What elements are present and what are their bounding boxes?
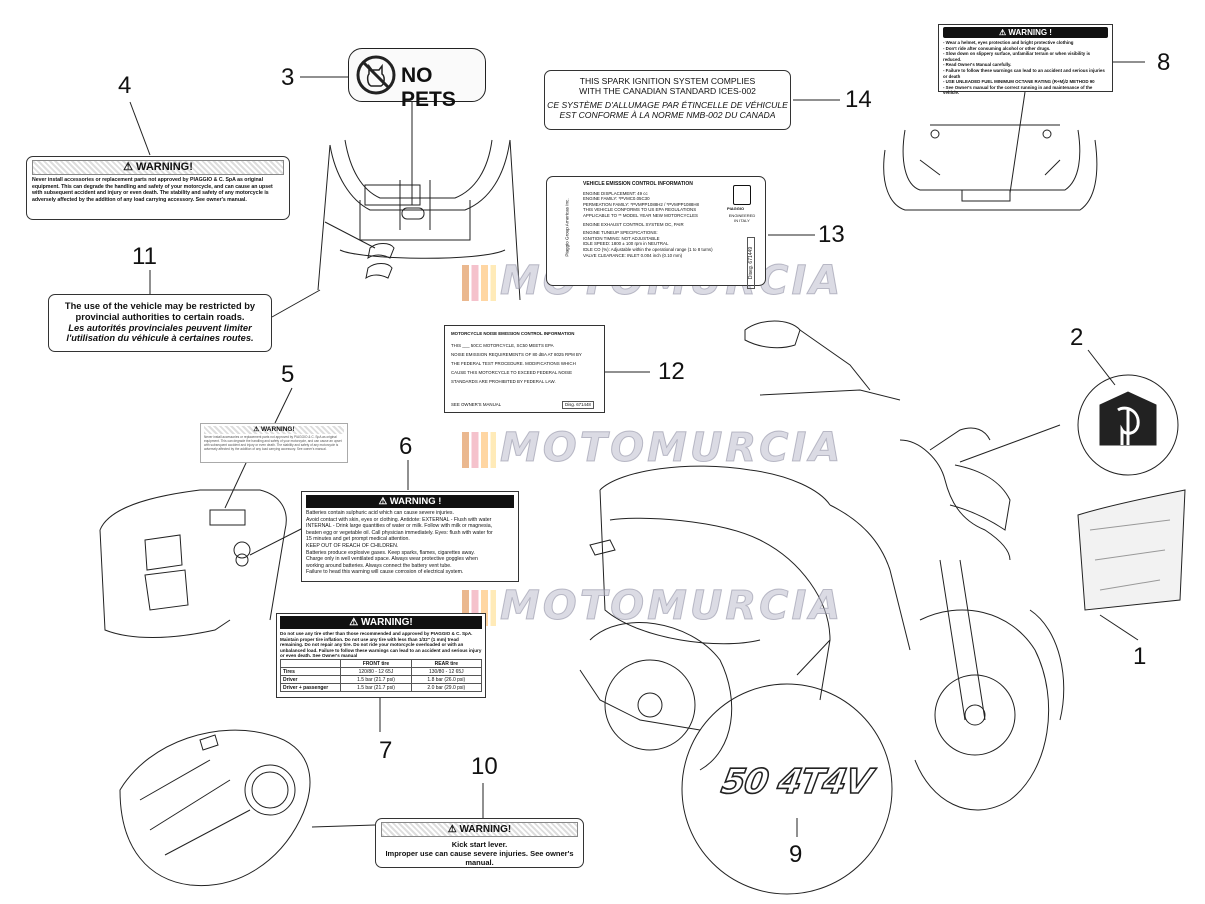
callout-2: 2 <box>1070 324 1084 351</box>
ices-line-1: THIS SPARK IGNITION SYSTEM COMPLIES <box>579 76 756 86</box>
provincial-line-2: provincial authorities to certain roads. <box>75 311 245 322</box>
callout-6: 6 <box>399 433 413 460</box>
callout-10: 10 <box>471 753 498 780</box>
callout-11: 11 <box>132 243 157 270</box>
warning-10-heading: ⚠ WARNING! <box>381 822 578 837</box>
warning-label-4: ⚠ WARNING! Never install accessories or … <box>26 156 290 220</box>
warning-4-text: Never install accessories or replacement… <box>32 177 273 203</box>
emission-label-13: Piaggio Group Americas Inc. VEHICLE EMIS… <box>546 176 766 289</box>
ices-label: THIS SPARK IGNITION SYSTEM COMPLIES WITH… <box>544 70 791 130</box>
no-pets-text: NO PETS <box>401 64 456 111</box>
provincial-line-4: l'utilisation du véhicule à certaines ro… <box>66 333 254 344</box>
warning-7-heading: ⚠ WARNING! <box>280 616 482 629</box>
scooter-drawing <box>579 320 1065 811</box>
piaggio-logo <box>733 185 751 205</box>
noise-12-title: MOTORCYCLE NOISE EMISSION CONTROL INFORM… <box>451 331 575 336</box>
provincial-line-1: The use of the vehicle may be restricted… <box>64 301 256 311</box>
front-panel-drawing <box>317 139 521 301</box>
table-row: Driver 1.5 bar (21.7 psi) 1.8 bar (26.0 … <box>279 675 483 684</box>
no-pets-label: NO PETS <box>348 48 486 111</box>
model-logo-9: 50 4T4V <box>718 761 876 803</box>
ices-line-3: CE SYSTÈME D'ALLUMAGE PAR ÉTINCELLE DE V… <box>547 99 788 110</box>
warning-5-heading: ⚠ WARNING! <box>204 426 344 434</box>
emission-13-side: Piaggio Group Americas Inc. <box>564 198 570 257</box>
warning-5-text: Never install accessories or replacement… <box>204 435 342 451</box>
watermark: MOTOMURCIA <box>462 425 843 472</box>
warning-label-10: ⚠ WARNING! Kick start lever. Improper us… <box>375 818 584 868</box>
no-pets-icon <box>356 55 396 95</box>
table-row: Driver + passenger 1.5 bar (21.7 psi) 2.… <box>279 683 483 692</box>
warning-8-heading: ⚠ WARNING ! <box>943 27 1108 38</box>
leader-lines <box>129 61 1145 837</box>
emission-13-text: VEHICLE EMISSION CONTROL INFORMATION ENG… <box>583 181 713 258</box>
warning-10-line-1: Kick start lever. <box>451 840 508 849</box>
callout-13: 13 <box>818 221 845 248</box>
callout-3: 3 <box>281 64 295 91</box>
noise-12-code: Disg. 671448 <box>562 401 594 409</box>
watermark: MOTOMURCIA <box>462 583 843 630</box>
table-row: Tires 120/80 - 12 65J 130/80 - 12 65J <box>279 667 483 676</box>
emission-13-code: Diseg. 671449 <box>747 237 755 289</box>
warning-8-text: - Wear a helmet, eyes protection and bri… <box>943 40 1105 96</box>
warning-label-6: ⚠ WARNING ! Batteries contain sulphuric … <box>301 491 519 582</box>
piaggio-logo-text: PIAGGIO <box>727 206 745 211</box>
logo-circle <box>681 683 893 895</box>
ices-line-2: WITH THE CANADIAN STANDARD ICES-002 <box>579 86 756 97</box>
engineered-text: ENGINEERED IN ITALY <box>728 213 756 223</box>
callout-14: 14 <box>845 86 872 113</box>
tire-pressure-table: FRONT tire REAR tire Tires 120/80 - 12 6… <box>279 659 483 692</box>
provincial-line-3: Les autorités provinciales peuvent limit… <box>68 322 252 333</box>
engine-cover-drawing <box>119 729 311 887</box>
callout-7: 7 <box>379 737 393 764</box>
bag-drawing <box>1077 489 1186 611</box>
warning-label-8: ⚠ WARNING ! - Wear a helmet, eyes protec… <box>938 24 1113 95</box>
callout-12: 12 <box>658 358 685 385</box>
noise-12-text: THIS ___ 50CC MOTORCYCLE, SC50 MEETS EPA… <box>451 342 582 384</box>
provincial-label-11: The use of the vehicle may be restricted… <box>48 294 272 352</box>
noise-12-foot: SEE OWNER'S MANUAL <box>451 402 502 407</box>
warning-6-text: Batteries contain sulphuric acid which c… <box>306 510 493 576</box>
badge-circle <box>1077 374 1179 476</box>
ices-line-4: EST CONFORME À LA NORME NMB-002 DU CANAD… <box>559 110 776 121</box>
callout-5: 5 <box>281 361 295 388</box>
noise-label-12: MOTORCYCLE NOISE EMISSION CONTROL INFORM… <box>444 325 605 413</box>
warning-4-heading: ⚠ WARNING! <box>32 160 284 175</box>
callout-9: 9 <box>789 841 803 868</box>
warning-6-heading: ⚠ WARNING ! <box>306 495 514 508</box>
rear-seat-drawing <box>883 124 1098 211</box>
warning-7-text: Do not use any tire other than those rec… <box>280 631 482 659</box>
warning-label-7: ⚠ WARNING! Do not use any tire other tha… <box>276 613 486 698</box>
badge-logo <box>1117 406 1140 445</box>
warning-label-5: ⚠ WARNING! Never install accessories or … <box>200 423 348 463</box>
callout-8: 8 <box>1157 49 1171 76</box>
warning-10-line-2: Improper use can cause severe injuries. … <box>385 849 574 867</box>
side-body-drawing <box>99 489 287 638</box>
callout-4: 4 <box>118 72 132 99</box>
callout-1: 1 <box>1133 643 1147 670</box>
